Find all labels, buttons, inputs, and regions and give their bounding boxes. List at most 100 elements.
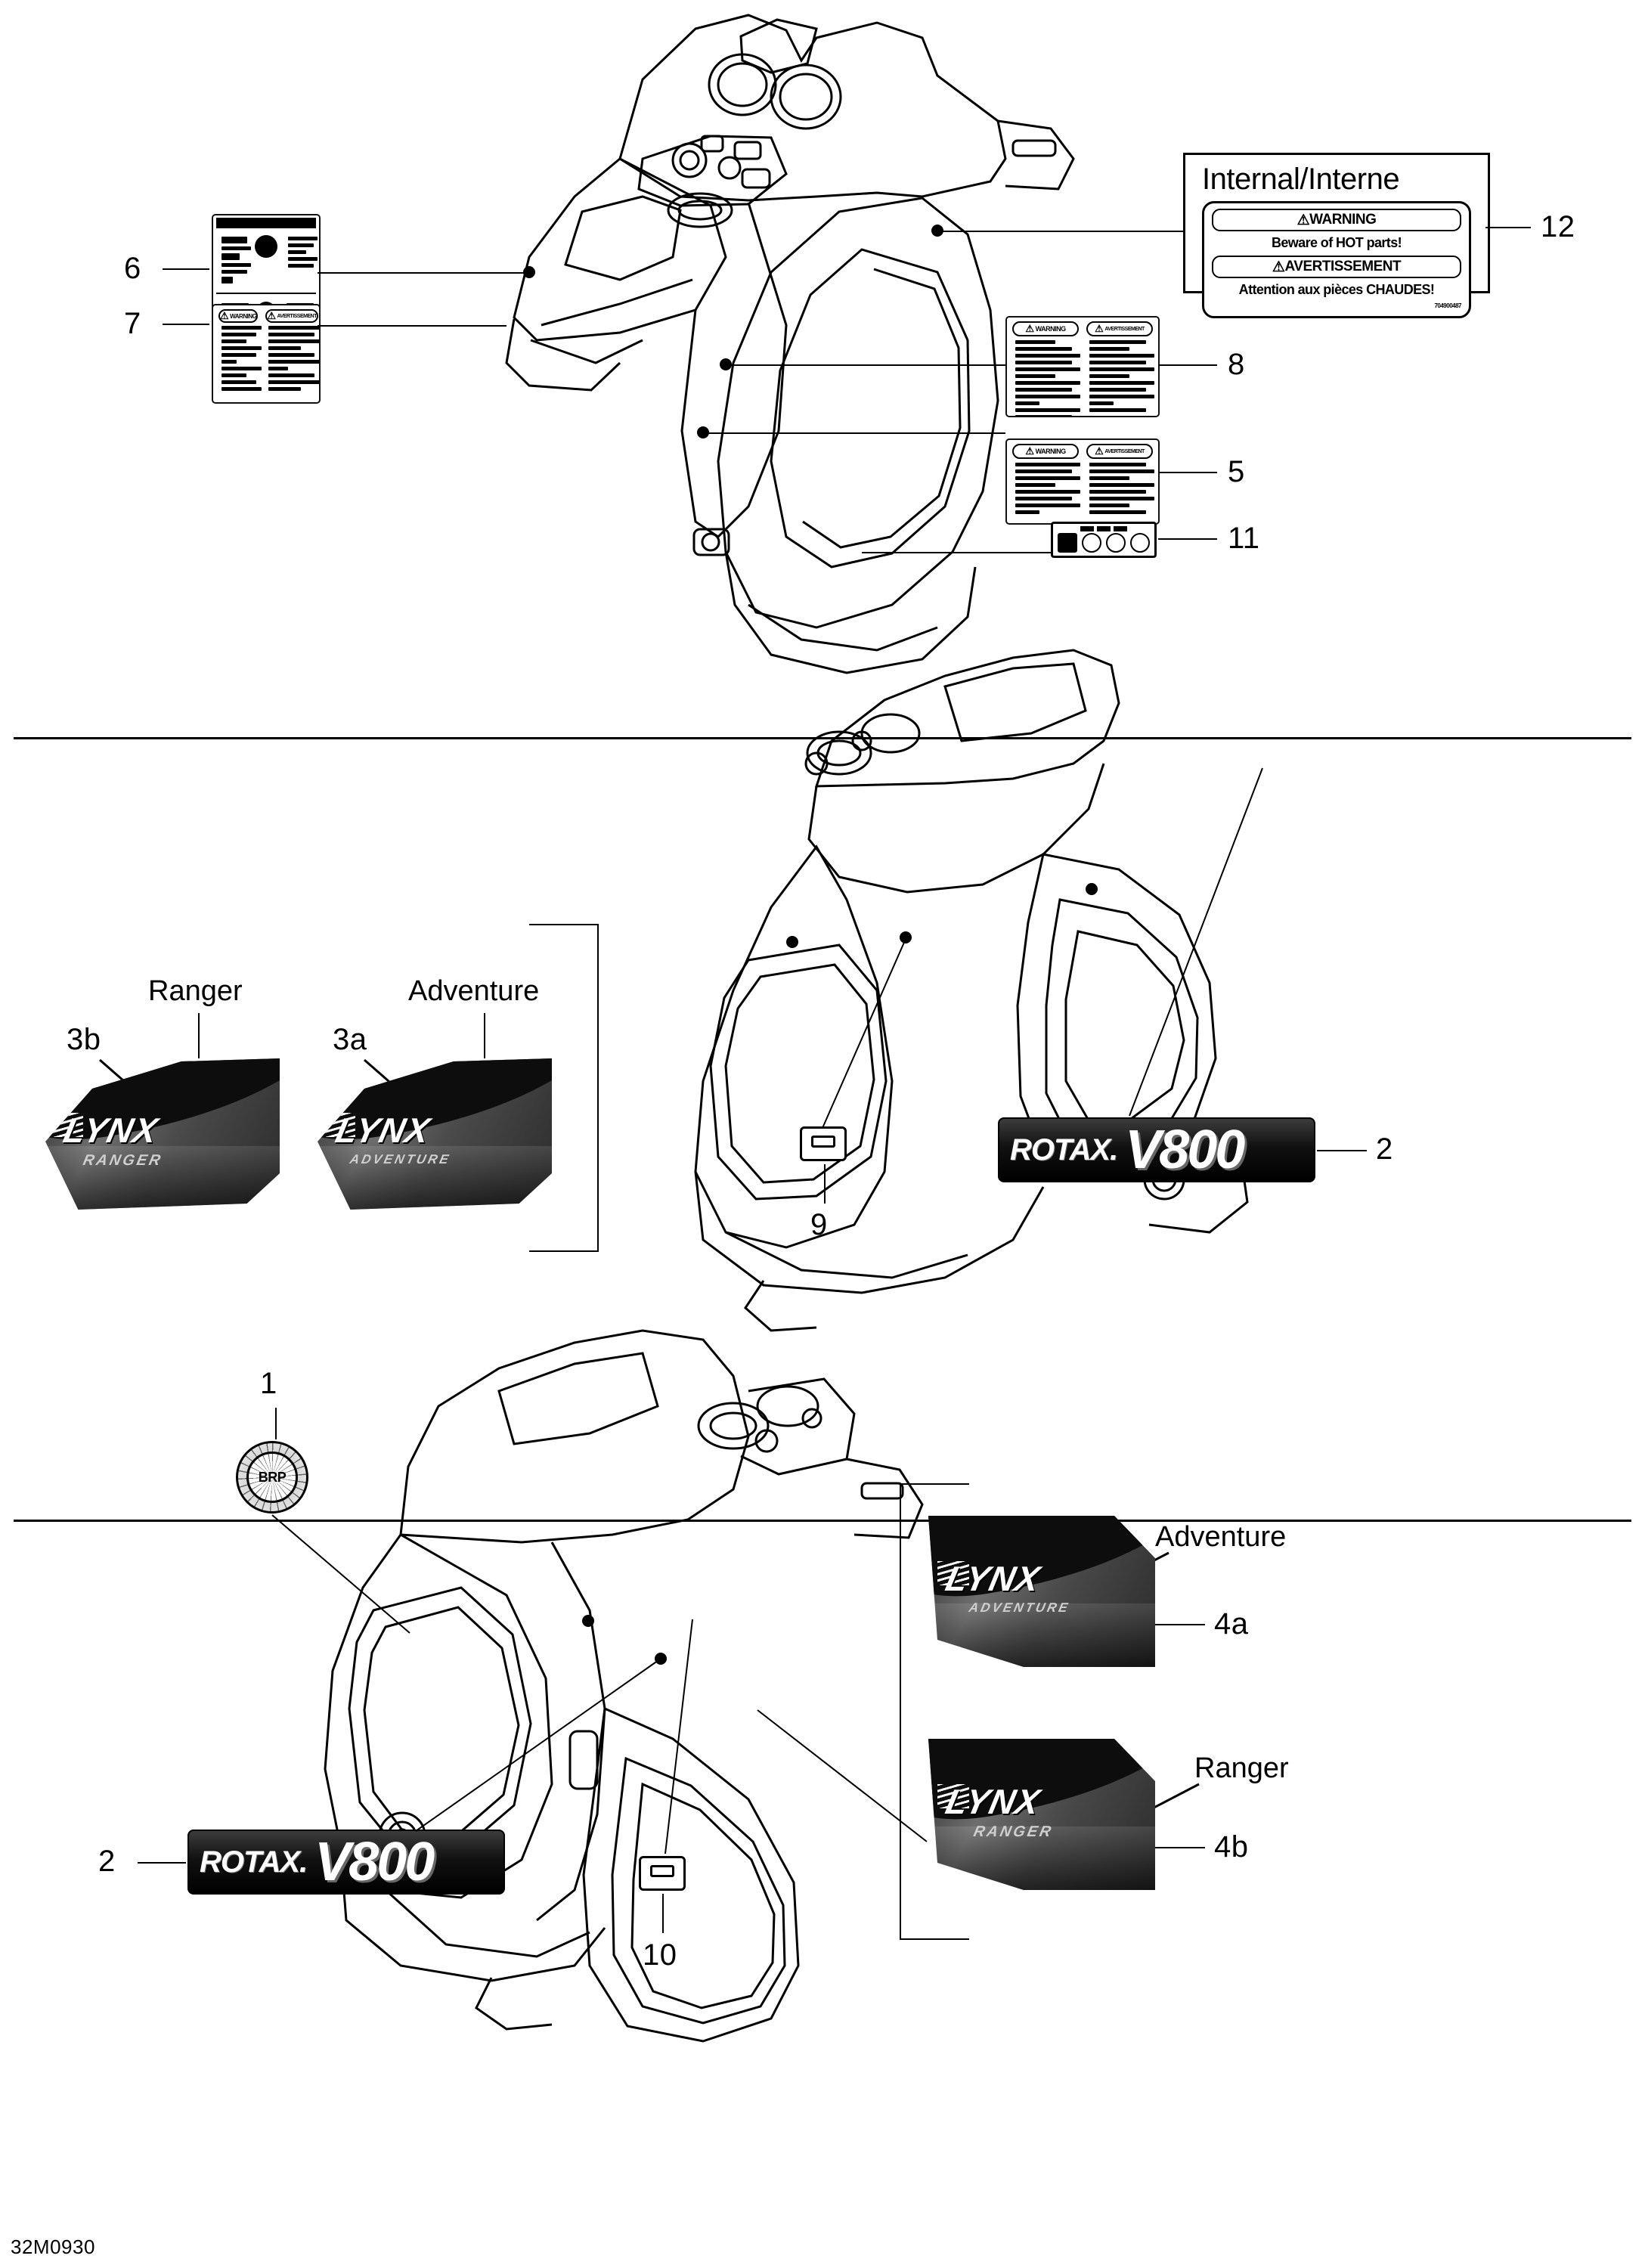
- leader-4a: [1155, 1624, 1205, 1625]
- clip-10: [639, 1856, 686, 1891]
- warn7-tri-left: ⚠: [220, 310, 229, 321]
- callout-7: 7: [124, 307, 141, 340]
- lynx-wordmark-4b: LYNX: [942, 1782, 1044, 1821]
- variant-label-ranger-top: Ranger: [148, 975, 243, 1007]
- anchor-dot-9b: [786, 936, 798, 948]
- leader-9: [824, 1164, 826, 1204]
- lynx-adventure-decal-3a: LYNX ADVENTURE: [318, 1058, 552, 1210]
- variant-label-adventure-right: Adventure: [1155, 1521, 1287, 1553]
- anchor-dot-9: [900, 931, 912, 943]
- lynx-wordmark-3b: LYNX: [60, 1111, 162, 1150]
- callout-2-middle: 2: [1376, 1132, 1393, 1166]
- lynx-sub-4b: RANGER: [971, 1823, 1055, 1840]
- lynx-wordmark-3a: LYNX: [332, 1111, 434, 1150]
- decal-11-icon-4: [1130, 533, 1150, 553]
- decal-5: ⚠ WARNING ⚠ AVERTISSEMENT: [1005, 438, 1160, 525]
- decal-7: ⚠ WARNING ⚠ AVERTISSEMENT: [212, 304, 321, 404]
- section-divider-1: [14, 737, 1631, 739]
- leader-7-to-part: [318, 325, 507, 327]
- leader-4-group-to-part: [757, 1709, 928, 1842]
- warning-en-text: Beware of HOT parts!: [1271, 235, 1402, 250]
- lynx-adventure-decal-4a: LYNX ADVENTURE: [928, 1516, 1155, 1667]
- decal-11-icons: [1056, 533, 1151, 553]
- decal-11-top-blocks: [1056, 526, 1151, 531]
- warn8-tri-right: ⚠: [1095, 323, 1104, 334]
- variant-group-bracket-2: [900, 1483, 969, 1940]
- rotax-model-text-bottom: V800: [314, 1832, 435, 1892]
- leader-11-to-part: [862, 552, 1052, 553]
- sheet-code: 32M0930: [11, 2235, 95, 2258]
- brp-rays-icon: [238, 1443, 306, 1511]
- lynx-sub-3b: RANGER: [81, 1152, 164, 1169]
- variant-label-ranger-right: Ranger: [1194, 1752, 1289, 1784]
- callout-5: 5: [1228, 455, 1245, 488]
- leader-9-to-part: [822, 938, 906, 1129]
- leader-8: [1158, 364, 1217, 366]
- warning-fr-header: AVERTISSEMENT: [1284, 259, 1402, 274]
- anchor-dot-2-bottom: [655, 1653, 667, 1665]
- anchor-dot-10: [582, 1615, 594, 1627]
- warn8-tri-left: ⚠: [1025, 323, 1034, 334]
- rotax-badge-2-bottom: ROTAX. V800: [187, 1830, 505, 1895]
- leader-adventure-top: [484, 1013, 485, 1058]
- leader-12: [1485, 227, 1531, 228]
- warning-fr-text: Attention aux pièces CHAUDES!: [1238, 282, 1435, 297]
- leader-5: [1158, 472, 1217, 473]
- decal-6: [212, 214, 321, 315]
- leader-1: [275, 1408, 277, 1439]
- leader-7: [163, 324, 209, 325]
- lynx-sub-3a: ADVENTURE: [349, 1152, 453, 1167]
- lynx-ranger-decal-4b: LYNX RANGER: [928, 1739, 1155, 1890]
- warn5-tri-left: ⚠: [1025, 445, 1034, 457]
- leader-2-to-part-middle: [1129, 767, 1263, 1117]
- lynx-ranger-decal-3b: LYNX RANGER: [45, 1058, 280, 1210]
- callout-12: 12: [1541, 210, 1575, 243]
- decal-part-code: 704900487: [1434, 302, 1461, 309]
- leader-10-to-part: [665, 1619, 693, 1854]
- rotax-model-text-middle: V800: [1125, 1120, 1245, 1180]
- anchor-dot-12: [931, 225, 943, 237]
- leader-2-middle: [1317, 1150, 1367, 1151]
- anchor-dot-2-middle: [1086, 883, 1098, 895]
- warn5-header-right: AVERTISSEMENT: [1104, 448, 1145, 454]
- brp-logo-1: BRP: [236, 1441, 308, 1514]
- rotax-brand-text-middle: ROTAX.: [1010, 1132, 1118, 1167]
- internal-label-title: Internal/Interne: [1202, 163, 1400, 196]
- leader-8-to-part: [726, 364, 1005, 366]
- warning-triangle-icon: ⚠: [1296, 212, 1310, 228]
- warn7-header-left: WARNING: [230, 312, 257, 320]
- rotax-brand-text-bottom: ROTAX.: [200, 1845, 308, 1879]
- callout-8: 8: [1228, 348, 1245, 381]
- warn7-header-right: AVERTISSEMENT: [277, 313, 317, 319]
- decal-11: [1051, 522, 1157, 558]
- hood-console-illustration: [393, 8, 1149, 711]
- warning-fr-header-bar: ⚠ AVERTISSEMENT: [1212, 256, 1461, 278]
- leader-10: [662, 1894, 664, 1933]
- variant-group-bracket: [529, 924, 599, 1252]
- callout-3a: 3a: [333, 1023, 367, 1056]
- callout-9: 9: [810, 1208, 828, 1241]
- warn8-header-right: AVERTISSEMENT: [1104, 326, 1145, 332]
- warn5-tri-right: ⚠: [1095, 445, 1104, 457]
- rotax-badge-2-middle: ROTAX. V800: [998, 1117, 1315, 1182]
- section-divider-2: [14, 1520, 1631, 1522]
- internal-label-box: Internal/Interne ⚠ WARNING Beware of HOT…: [1183, 153, 1490, 318]
- warn8-header-left: WARNING: [1035, 325, 1067, 333]
- hot-parts-decal: ⚠ WARNING Beware of HOT parts! ⚠ AVERTIS…: [1202, 201, 1471, 318]
- anchor-dot-6: [523, 266, 535, 278]
- left-side-panel-illustration: [249, 1285, 1005, 2139]
- lynx-wordmark-4a: LYNX: [942, 1559, 1044, 1598]
- warning-en-header: WARNING: [1309, 212, 1377, 228]
- leader-6-to-part: [318, 272, 529, 274]
- decal-11-icon-2: [1082, 533, 1101, 553]
- leader-11: [1158, 538, 1217, 540]
- callout-2-bottom: 2: [98, 1845, 116, 1878]
- callout-6: 6: [124, 252, 141, 285]
- lynx-sub-4a: ADVENTURE: [968, 1600, 1071, 1615]
- leader-ranger-top: [198, 1013, 200, 1058]
- leader-2-to-part-bottom: [415, 1658, 661, 1832]
- callout-4b: 4b: [1214, 1830, 1249, 1864]
- callout-4a: 4a: [1214, 1607, 1249, 1641]
- warn7-tri-right: ⚠: [267, 310, 276, 321]
- leader-2-bottom: [138, 1862, 186, 1864]
